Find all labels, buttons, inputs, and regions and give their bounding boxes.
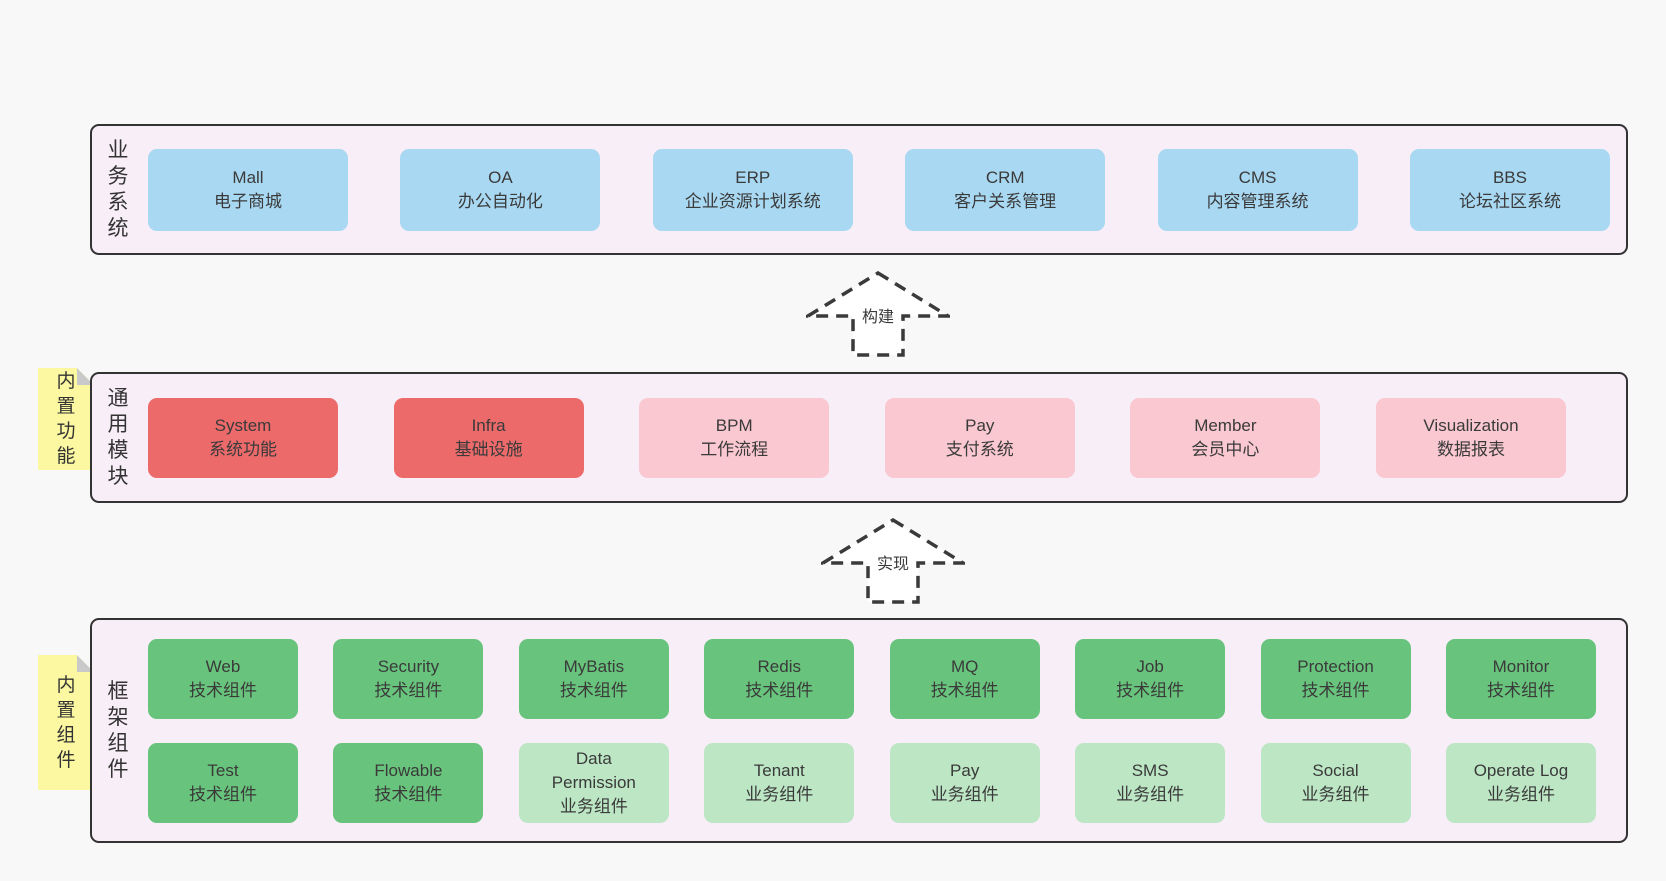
box-tenant: Tenant 业务组件 xyxy=(704,743,855,823)
box-mq: MQ 技术组件 xyxy=(889,639,1040,719)
layer-label-framework-components: 框架组件 xyxy=(107,679,129,781)
layer-label-wrap: 框架组件 xyxy=(106,620,130,841)
layer-common-modules: 通用模块 System 系统功能 Infra 基础设施 BPM 工作流程 Pay… xyxy=(90,372,1628,503)
sticky-note-builtin-components: 内置组件 xyxy=(38,655,94,790)
box-security: Security 技术组件 xyxy=(333,639,484,719)
box-oa: OA 办公自动化 xyxy=(400,148,601,231)
box-monitor: Monitor 技术组件 xyxy=(1445,639,1596,719)
arrow-implement-label: 实现 xyxy=(873,549,913,575)
business-systems-row: Mall 电子商城 OA 办公自动化 ERP 企业资源计划系统 CRM 客户关系… xyxy=(148,126,1610,253)
sticky-note-label: 内置功能 xyxy=(56,371,76,467)
sticky-note-builtin-features: 内置功能 xyxy=(38,368,94,470)
box-erp: ERP 企业资源计划系统 xyxy=(652,148,853,231)
box-crm: CRM 客户关系管理 xyxy=(905,148,1106,231)
layer-label-wrap: 通用模块 xyxy=(106,374,130,501)
box-member: Member 会员中心 xyxy=(1130,397,1321,478)
framework-components-row-1: Web 技术组件 Security 技术组件 MyBatis 技术组件 Redi… xyxy=(148,639,1596,719)
box-flowable: Flowable 技术组件 xyxy=(333,743,484,823)
box-infra: Infra 基础设施 xyxy=(393,397,584,478)
box-bpm: BPM 工作流程 xyxy=(639,397,830,478)
box-job: Job 技术组件 xyxy=(1075,639,1226,719)
layer-label-business-systems: 业务系统 xyxy=(107,138,129,240)
layer-business-systems: 业务系统 Mall 电子商城 OA 办公自动化 ERP 企业资源计划系统 CRM… xyxy=(90,124,1628,255)
box-sms: SMS 业务组件 xyxy=(1075,743,1226,823)
box-test: Test 技术组件 xyxy=(148,743,298,823)
box-social: Social 业务组件 xyxy=(1260,743,1411,823)
box-data-permission: Data Permission 业务组件 xyxy=(518,743,669,823)
common-modules-row: System 系统功能 Infra 基础设施 BPM 工作流程 Pay 支付系统… xyxy=(148,374,1566,501)
arrow-implement: 实现 xyxy=(821,518,965,604)
sticky-note-label: 内置组件 xyxy=(56,674,76,771)
layer-framework-components: 框架组件 Web 技术组件 Security 技术组件 MyBatis 技术组件… xyxy=(90,618,1628,843)
box-visualization: Visualization 数据报表 xyxy=(1375,397,1566,478)
box-protection: Protection 技术组件 xyxy=(1260,639,1411,719)
box-redis: Redis 技术组件 xyxy=(704,639,855,719)
layer-label-wrap: 业务系统 xyxy=(106,126,130,253)
box-mall: Mall 电子商城 xyxy=(148,148,348,231)
box-bbs: BBS 论坛社区系统 xyxy=(1409,148,1610,231)
box-mybatis: MyBatis 技术组件 xyxy=(518,639,669,719)
box-pay: Pay 支付系统 xyxy=(884,397,1075,478)
framework-components-row-2: Test 技术组件 Flowable 技术组件 Data Permission … xyxy=(148,743,1596,823)
box-pay-business: Pay 业务组件 xyxy=(889,743,1040,823)
box-operate-log: Operate Log 业务组件 xyxy=(1445,743,1596,823)
arrow-build: 构建 xyxy=(806,271,950,357)
layer-label-common-modules: 通用模块 xyxy=(107,386,129,488)
box-cms: CMS 内容管理系统 xyxy=(1157,148,1358,231)
box-web: Web 技术组件 xyxy=(148,639,298,719)
arrow-build-label: 构建 xyxy=(858,302,898,328)
box-system: System 系统功能 xyxy=(148,397,338,478)
